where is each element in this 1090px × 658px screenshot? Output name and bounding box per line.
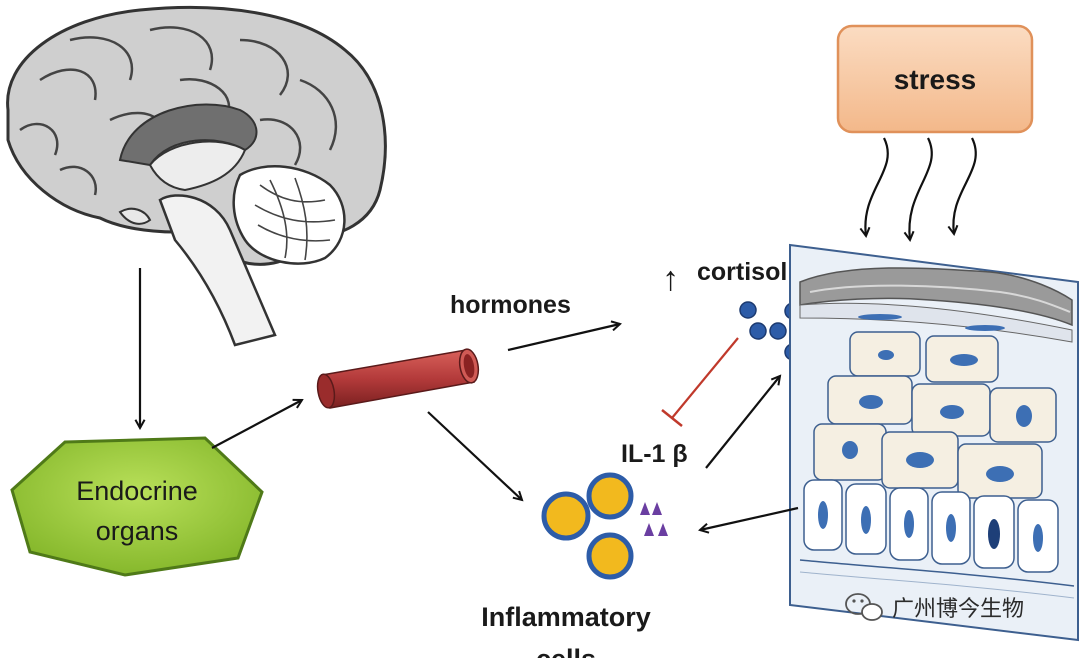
arrow-il1b-to-tissue — [705, 376, 780, 469]
skin-tissue — [789, 243, 1079, 642]
watermark: 广州博今生物 — [845, 593, 1024, 622]
arrow-endocrine-to-vessel — [211, 400, 302, 449]
inflammatory-label-line1: Inflammatory — [481, 602, 651, 632]
watermark-text: 广州博今生物 — [892, 597, 1024, 622]
brain-illustration — [6, 5, 387, 347]
hormones-label: hormones — [450, 291, 571, 319]
wechat-icon — [845, 593, 883, 621]
arrow-tissue-to-inflammatory — [700, 506, 799, 530]
blood-vessel — [316, 348, 480, 409]
stress-arrows — [865, 137, 977, 240]
endocrine-label-line2: organs — [96, 516, 179, 546]
il1b-label: IL-1 β — [621, 440, 688, 468]
cortisol-label: cortisol — [697, 258, 787, 286]
cytokine-triangles — [640, 502, 668, 536]
endocrine-organs-node: Endocrine organs — [10, 436, 264, 577]
inflammatory-label-line2: cells — [536, 644, 596, 658]
arrow-vessel-to-inflammatory — [427, 411, 522, 500]
cortisol-up-arrow-left: ↑ — [662, 260, 679, 298]
endocrine-label-line1: Endocrine — [76, 476, 198, 506]
inflammatory-cells — [541, 472, 634, 580]
stress-node: stress — [836, 24, 1034, 134]
stress-label: stress — [894, 64, 977, 95]
inhibition-line — [661, 337, 739, 427]
arrow-hormones — [507, 324, 620, 352]
